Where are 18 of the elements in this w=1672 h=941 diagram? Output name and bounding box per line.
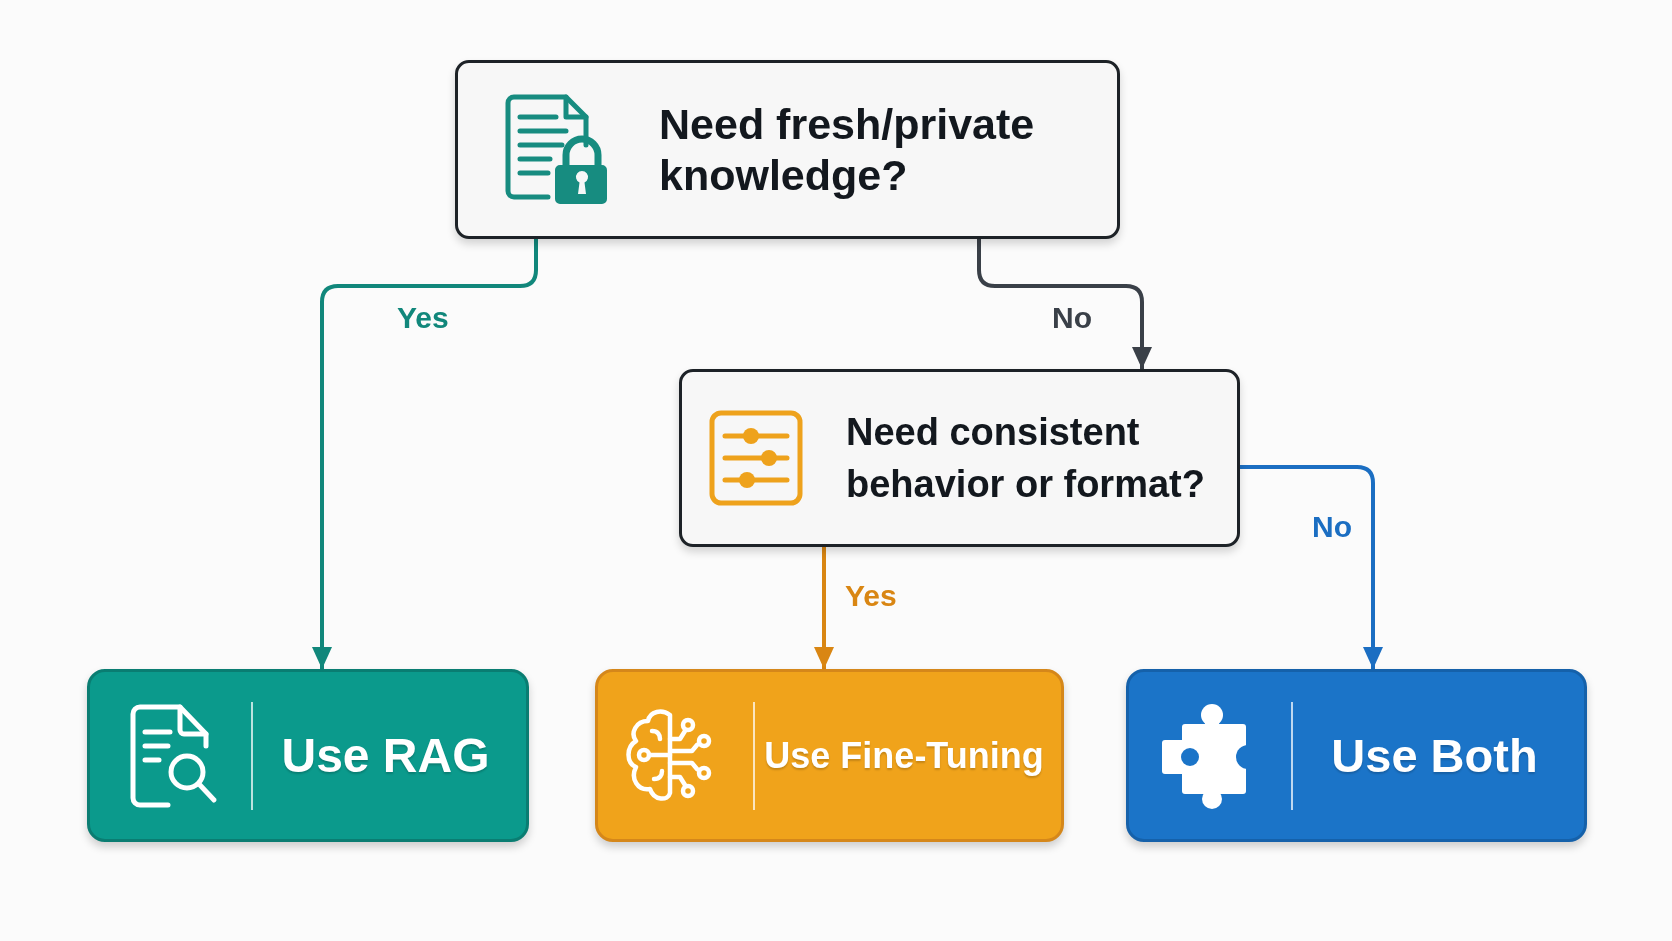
arrow [977, 239, 1152, 369]
outcome-box [1126, 669, 1587, 842]
edge-label: Yes [397, 301, 449, 335]
question-text: Need consistent behavior or format? [846, 410, 1206, 507]
edge-label: Yes [845, 579, 897, 613]
outcome-text: Use Both [1331, 727, 1538, 784]
edge-label: No [1052, 301, 1092, 335]
arrow [312, 239, 538, 669]
outcome-box [595, 669, 1064, 842]
decision-box [455, 60, 1120, 239]
edge-label: No [1312, 510, 1352, 544]
outcome-text: Use RAG [281, 727, 490, 784]
decision-box [679, 369, 1240, 547]
arrow [814, 547, 834, 669]
outcome-text: Use Fine-Tuning [764, 733, 1044, 778]
arrow [1240, 465, 1383, 669]
question-text: Need fresh/private knowledge? [659, 98, 1036, 201]
outcome-box [87, 669, 529, 842]
